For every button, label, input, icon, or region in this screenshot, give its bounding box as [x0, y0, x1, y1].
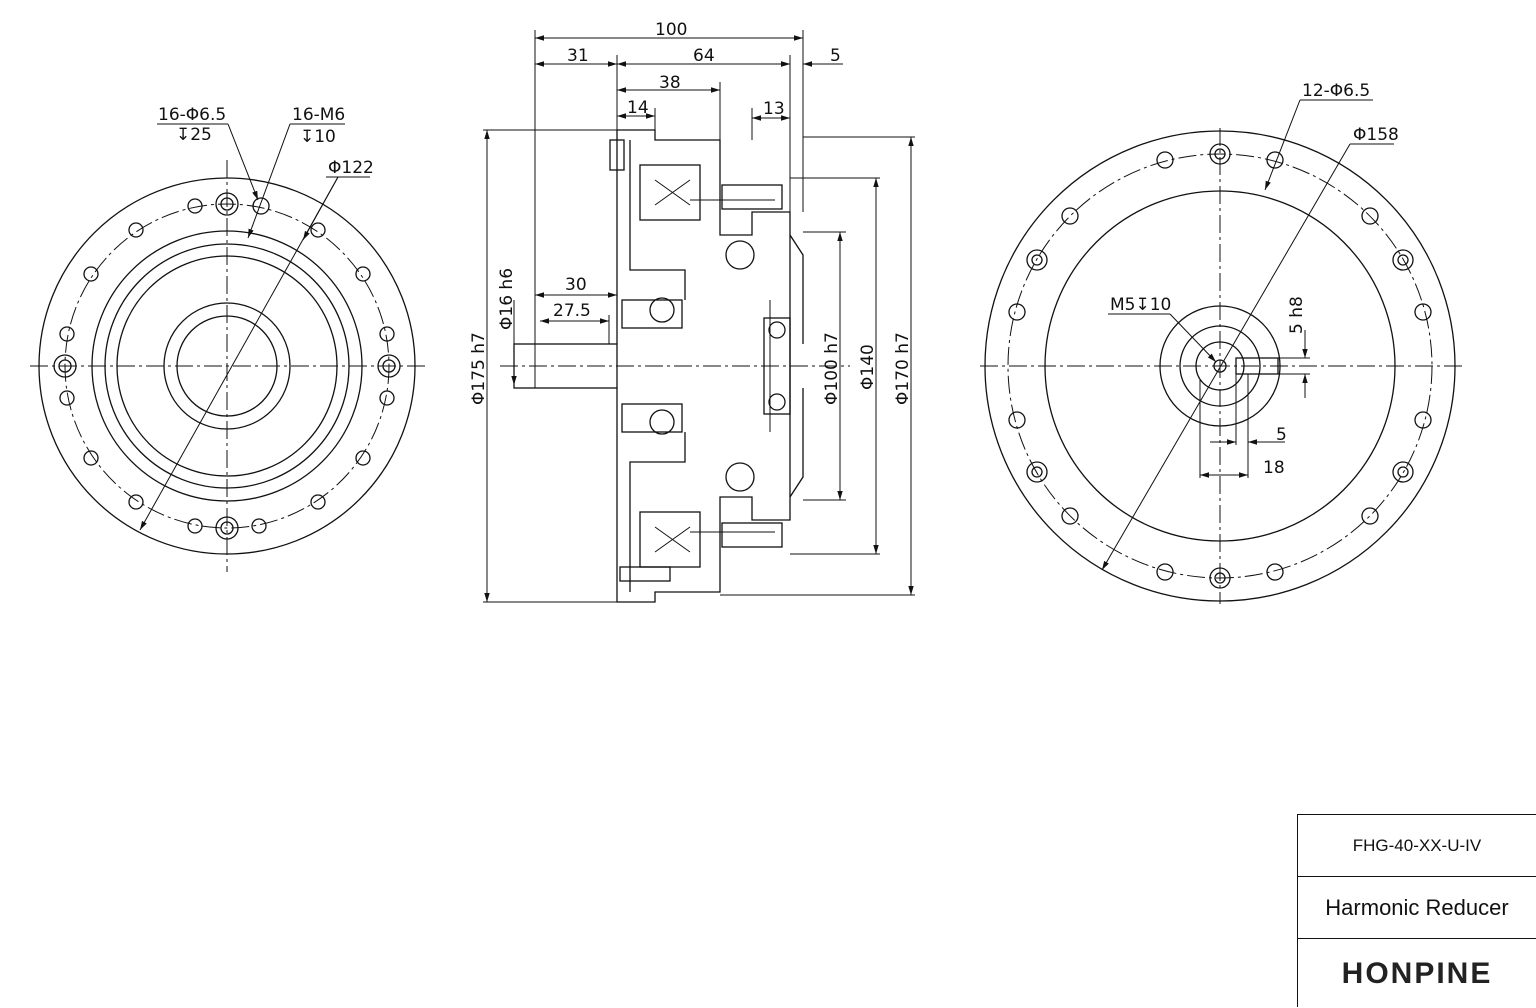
dia-170: Φ170 h7 — [893, 332, 913, 405]
side-view: 100 31 64 5 38 14 13 30 27.5 — [469, 20, 915, 603]
front-pcd-label: Φ122 — [328, 158, 374, 178]
dim-left: 31 — [567, 46, 589, 66]
dim-shaft-27-5: 27.5 — [553, 301, 591, 321]
title-name-row: Harmonic Reducer — [1298, 877, 1536, 939]
dia-175: Φ175 h7 — [469, 332, 489, 405]
front-view: 16-Φ6.5 ↧25 16-M6 ↧10 Φ122 — [30, 105, 425, 572]
front-thread-depth: ↧10 — [300, 127, 336, 147]
front-thread-callout: 16-M6 — [292, 105, 345, 125]
rear-key-width: 5 h8 — [1287, 296, 1307, 334]
rear-thread-callout: M5↧10 — [1110, 295, 1171, 315]
rear-dim-18: 18 — [1263, 458, 1285, 478]
dia-140: Φ140 — [858, 344, 878, 390]
rear-dim-5: 5 — [1276, 425, 1287, 445]
dia-shaft: Φ16 h6 — [497, 268, 517, 330]
front-bolt-holes — [53, 192, 401, 540]
rear-pcd-label: Φ158 — [1353, 125, 1399, 145]
title-block: FHG-40-XX-U-IV Harmonic Reducer HONPINE — [1297, 814, 1536, 1007]
model-number: FHG-40-XX-U-IV — [1352, 835, 1482, 855]
dim-right: 5 — [830, 46, 841, 66]
dim-13: 13 — [763, 99, 785, 119]
dim-38: 38 — [659, 73, 681, 93]
brand-logo-text: HONPINE — [1341, 956, 1493, 990]
rear-bolt-holes — [1008, 143, 1432, 589]
dia-100: Φ100 h7 — [822, 332, 842, 405]
rear-hole-callout: 12-Φ6.5 — [1302, 81, 1370, 101]
product-name: Harmonic Reducer — [1325, 894, 1509, 920]
dim-overall: 100 — [655, 20, 687, 40]
front-hole-depth: ↧25 — [176, 125, 212, 145]
dim-mid: 64 — [693, 46, 715, 66]
front-hole-callout: 16-Φ6.5 — [158, 105, 226, 125]
brand-logo: HONPINE — [1298, 939, 1536, 1008]
title-model-row: FHG-40-XX-U-IV — [1298, 815, 1536, 877]
dim-shaft-30: 30 — [565, 275, 587, 295]
dim-14: 14 — [627, 98, 649, 118]
rear-view: 12-Φ6.5 Φ158 M5↧10 5 h8 5 18 — [980, 81, 1462, 604]
